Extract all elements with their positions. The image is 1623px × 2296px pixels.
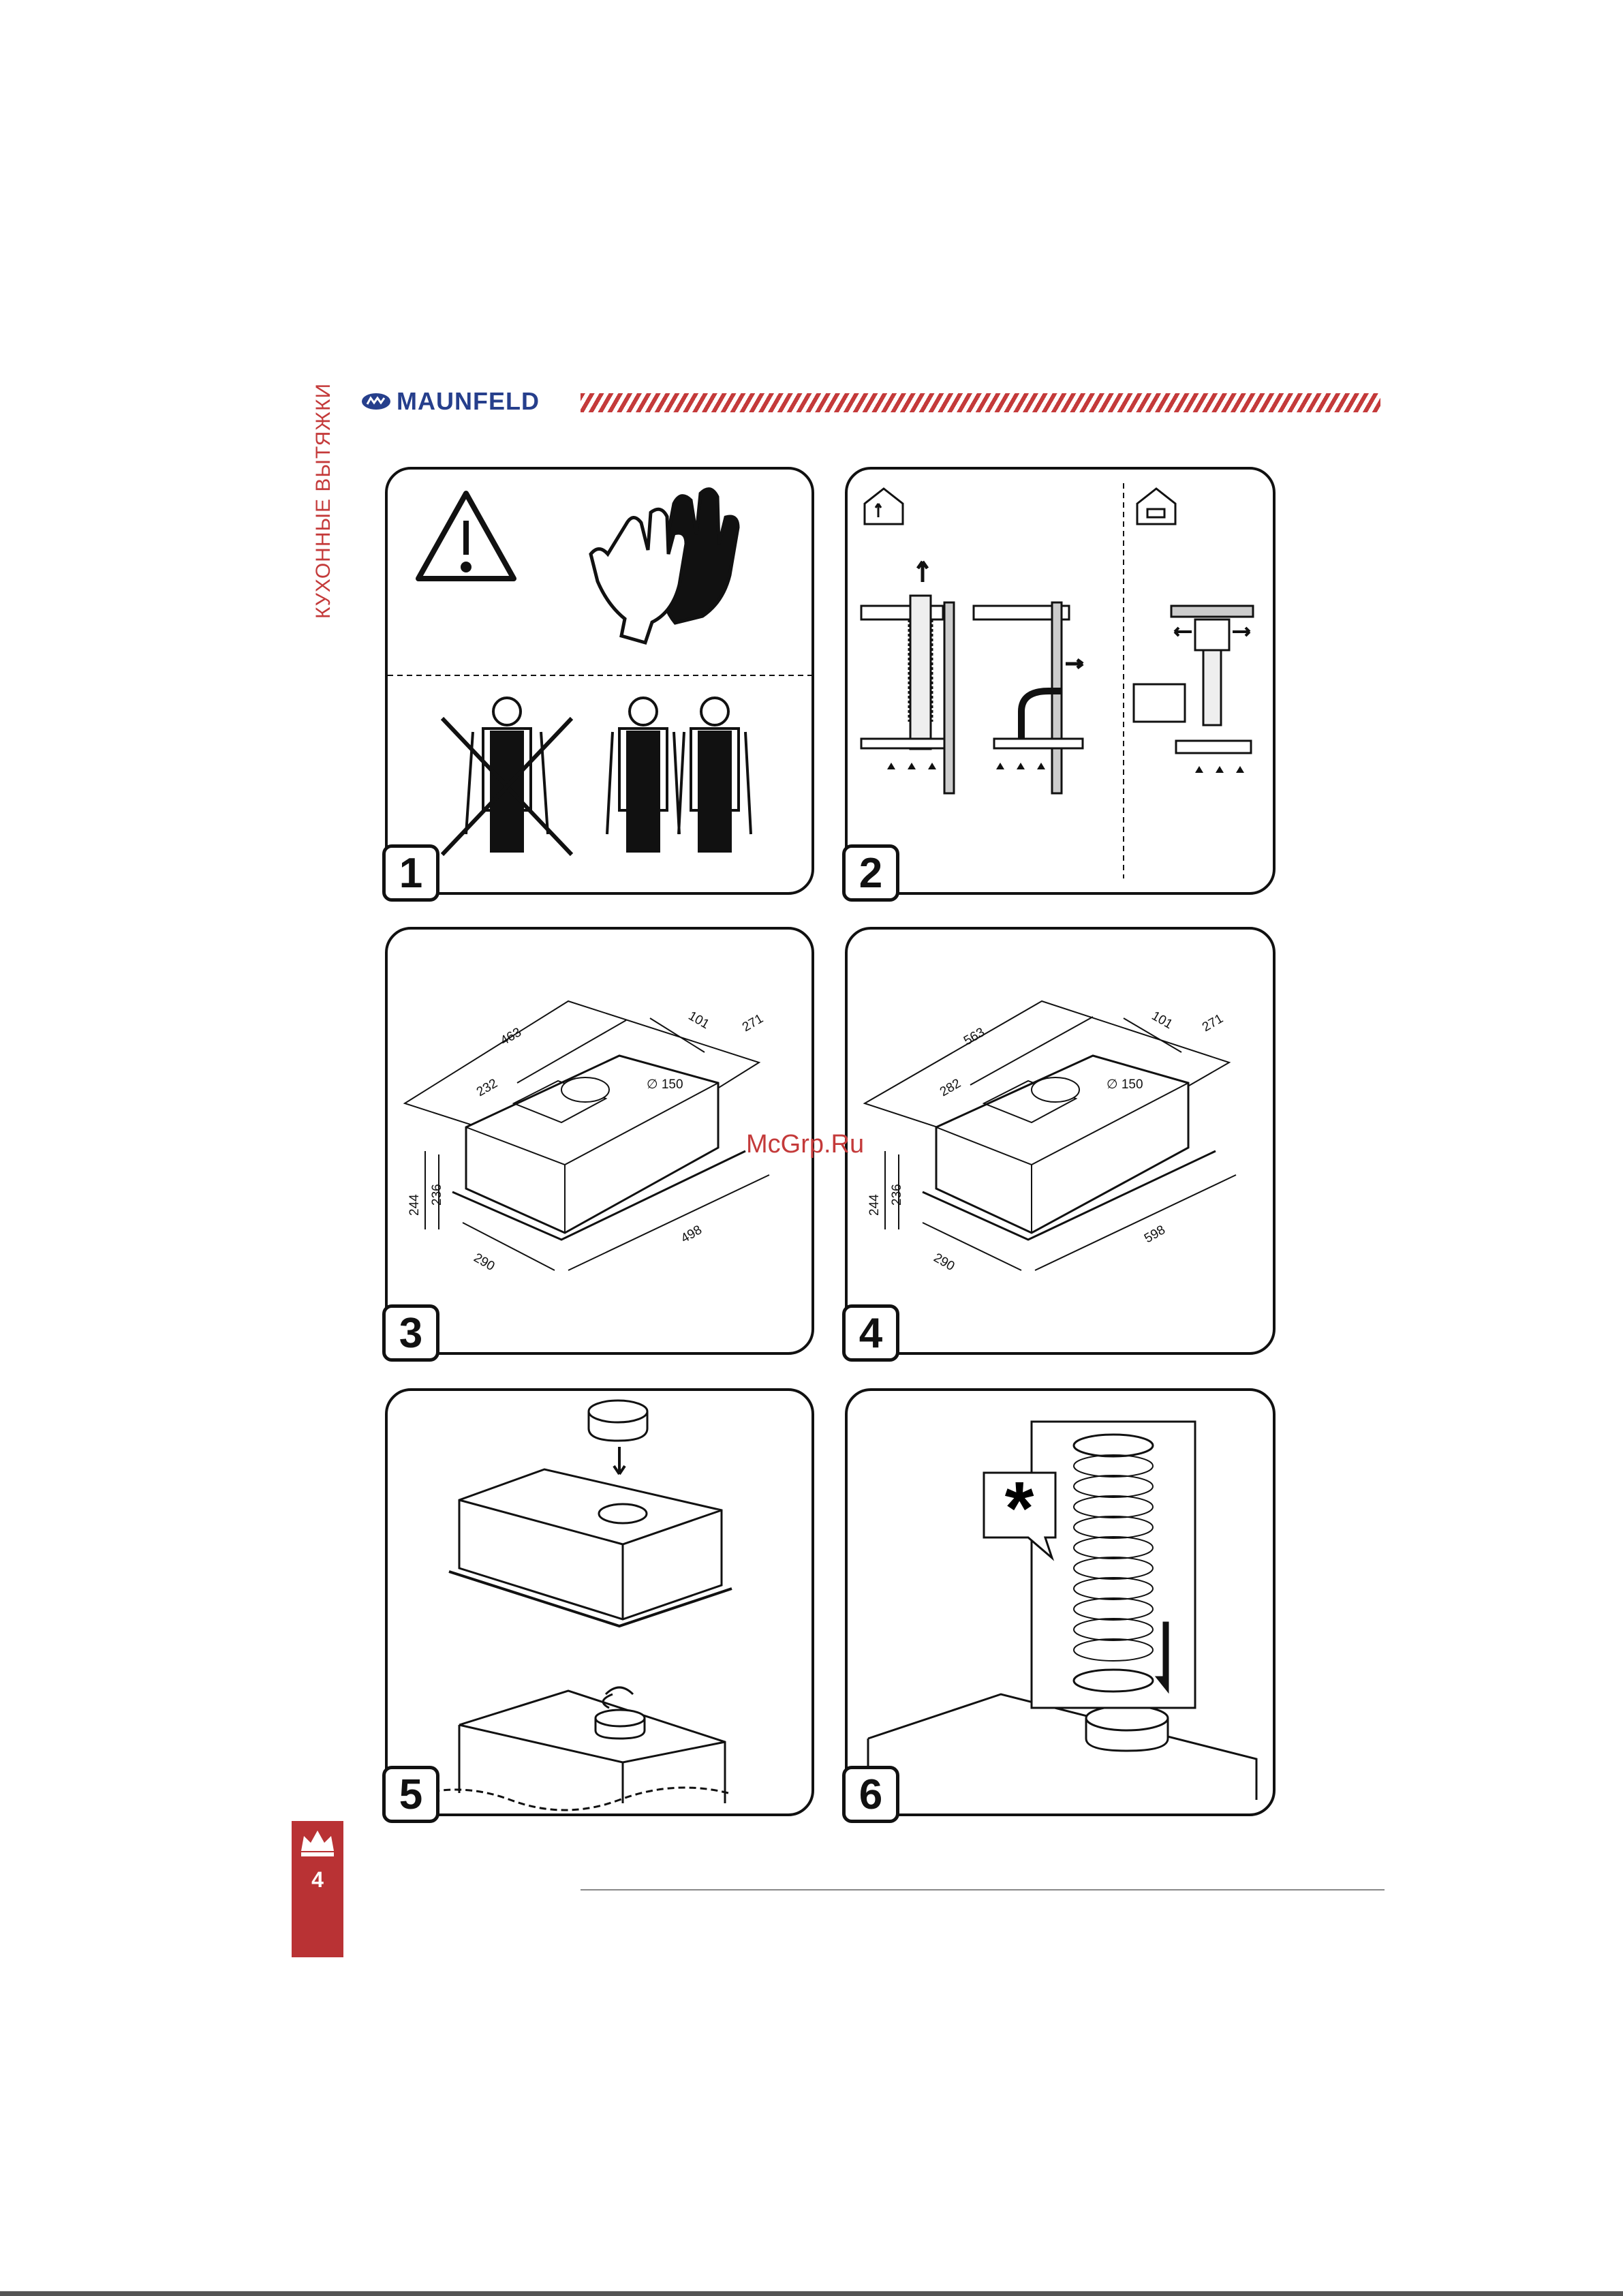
dim-244: 244 [407,1194,422,1216]
dim-598: 598 [1142,1223,1168,1246]
improper-clothing-figure [442,698,572,855]
step-number-6: 6 [842,1766,899,1823]
recirculation-diagram [1134,606,1253,753]
page-bottom-edge [0,2291,1623,2296]
dim-282: 282 [938,1076,963,1099]
side-section-title: КУХОННЫЕ ВЫТЯЖКИ [303,392,344,610]
recirculation-house-icon [1137,489,1175,524]
step-number-5: 5 [382,1766,439,1823]
step-number-1: 1 [382,844,439,902]
panel-1-safety: 1 [385,467,814,895]
panel-6-duct-connection: * 6 [845,1388,1276,1816]
step-number-4: 4 [842,1304,899,1362]
dim-150-b: ∅ 150 [1107,1077,1143,1092]
watermark-text: McGrp.Ru [746,1130,864,1159]
footer-divider [581,1889,1385,1891]
ventilation-illustration [848,470,1278,898]
panel-5-flange-install: 5 [385,1388,814,1816]
hood-dimensions-diagram-wide: 563 101 271 282 ∅ 150 236 244 290 598 [848,930,1278,1358]
dim-498: 498 [679,1223,705,1246]
exhaust-house-icon [865,489,903,524]
step-number-2: 2 [842,844,899,902]
dim-463: 463 [498,1025,524,1048]
dim-290-b: 290 [931,1251,957,1274]
dim-236: 236 [430,1184,444,1206]
page-number-badge: 4 [292,1821,343,1957]
dim-232: 232 [474,1076,500,1099]
airflow-arrows [887,763,1244,773]
asterisk-mark: * [1005,1467,1034,1550]
brand-logo: MAUNFELD [361,387,540,416]
dim-101: 101 [686,1009,712,1032]
page-number: 4 [311,1867,324,1893]
dim-236-b: 236 [890,1184,904,1206]
dim-290: 290 [472,1251,497,1274]
warning-icon [418,493,514,579]
exhaust-duct-diagrams [861,562,1083,793]
dim-271-b: 271 [1200,1011,1226,1035]
dim-150: ∅ 150 [647,1077,683,1092]
header-stripe [581,393,1380,412]
flange-install-illustration [388,1391,817,1819]
brand-name: MAUNFELD [397,387,540,416]
maunfeld-emblem-icon [361,392,391,411]
panel-4-dimensions: 563 101 271 282 ∅ 150 236 244 290 598 4 [845,927,1276,1355]
gloves-icon [591,489,738,643]
proper-clothing-figures [607,698,751,851]
crown-icon [296,1821,339,1862]
step-number-3: 3 [382,1304,439,1362]
panel-2-ventilation-modes: 2 [845,467,1276,895]
dim-244-b: 244 [867,1194,882,1216]
duct-connection-illustration: * [848,1391,1278,1819]
side-title-text: КУХОННЫЕ ВЫТЯЖКИ [312,383,335,619]
dim-271: 271 [740,1011,766,1035]
optional-part-callout: * [984,1467,1055,1558]
safety-illustration [388,470,817,898]
dim-101-b: 101 [1149,1009,1175,1032]
